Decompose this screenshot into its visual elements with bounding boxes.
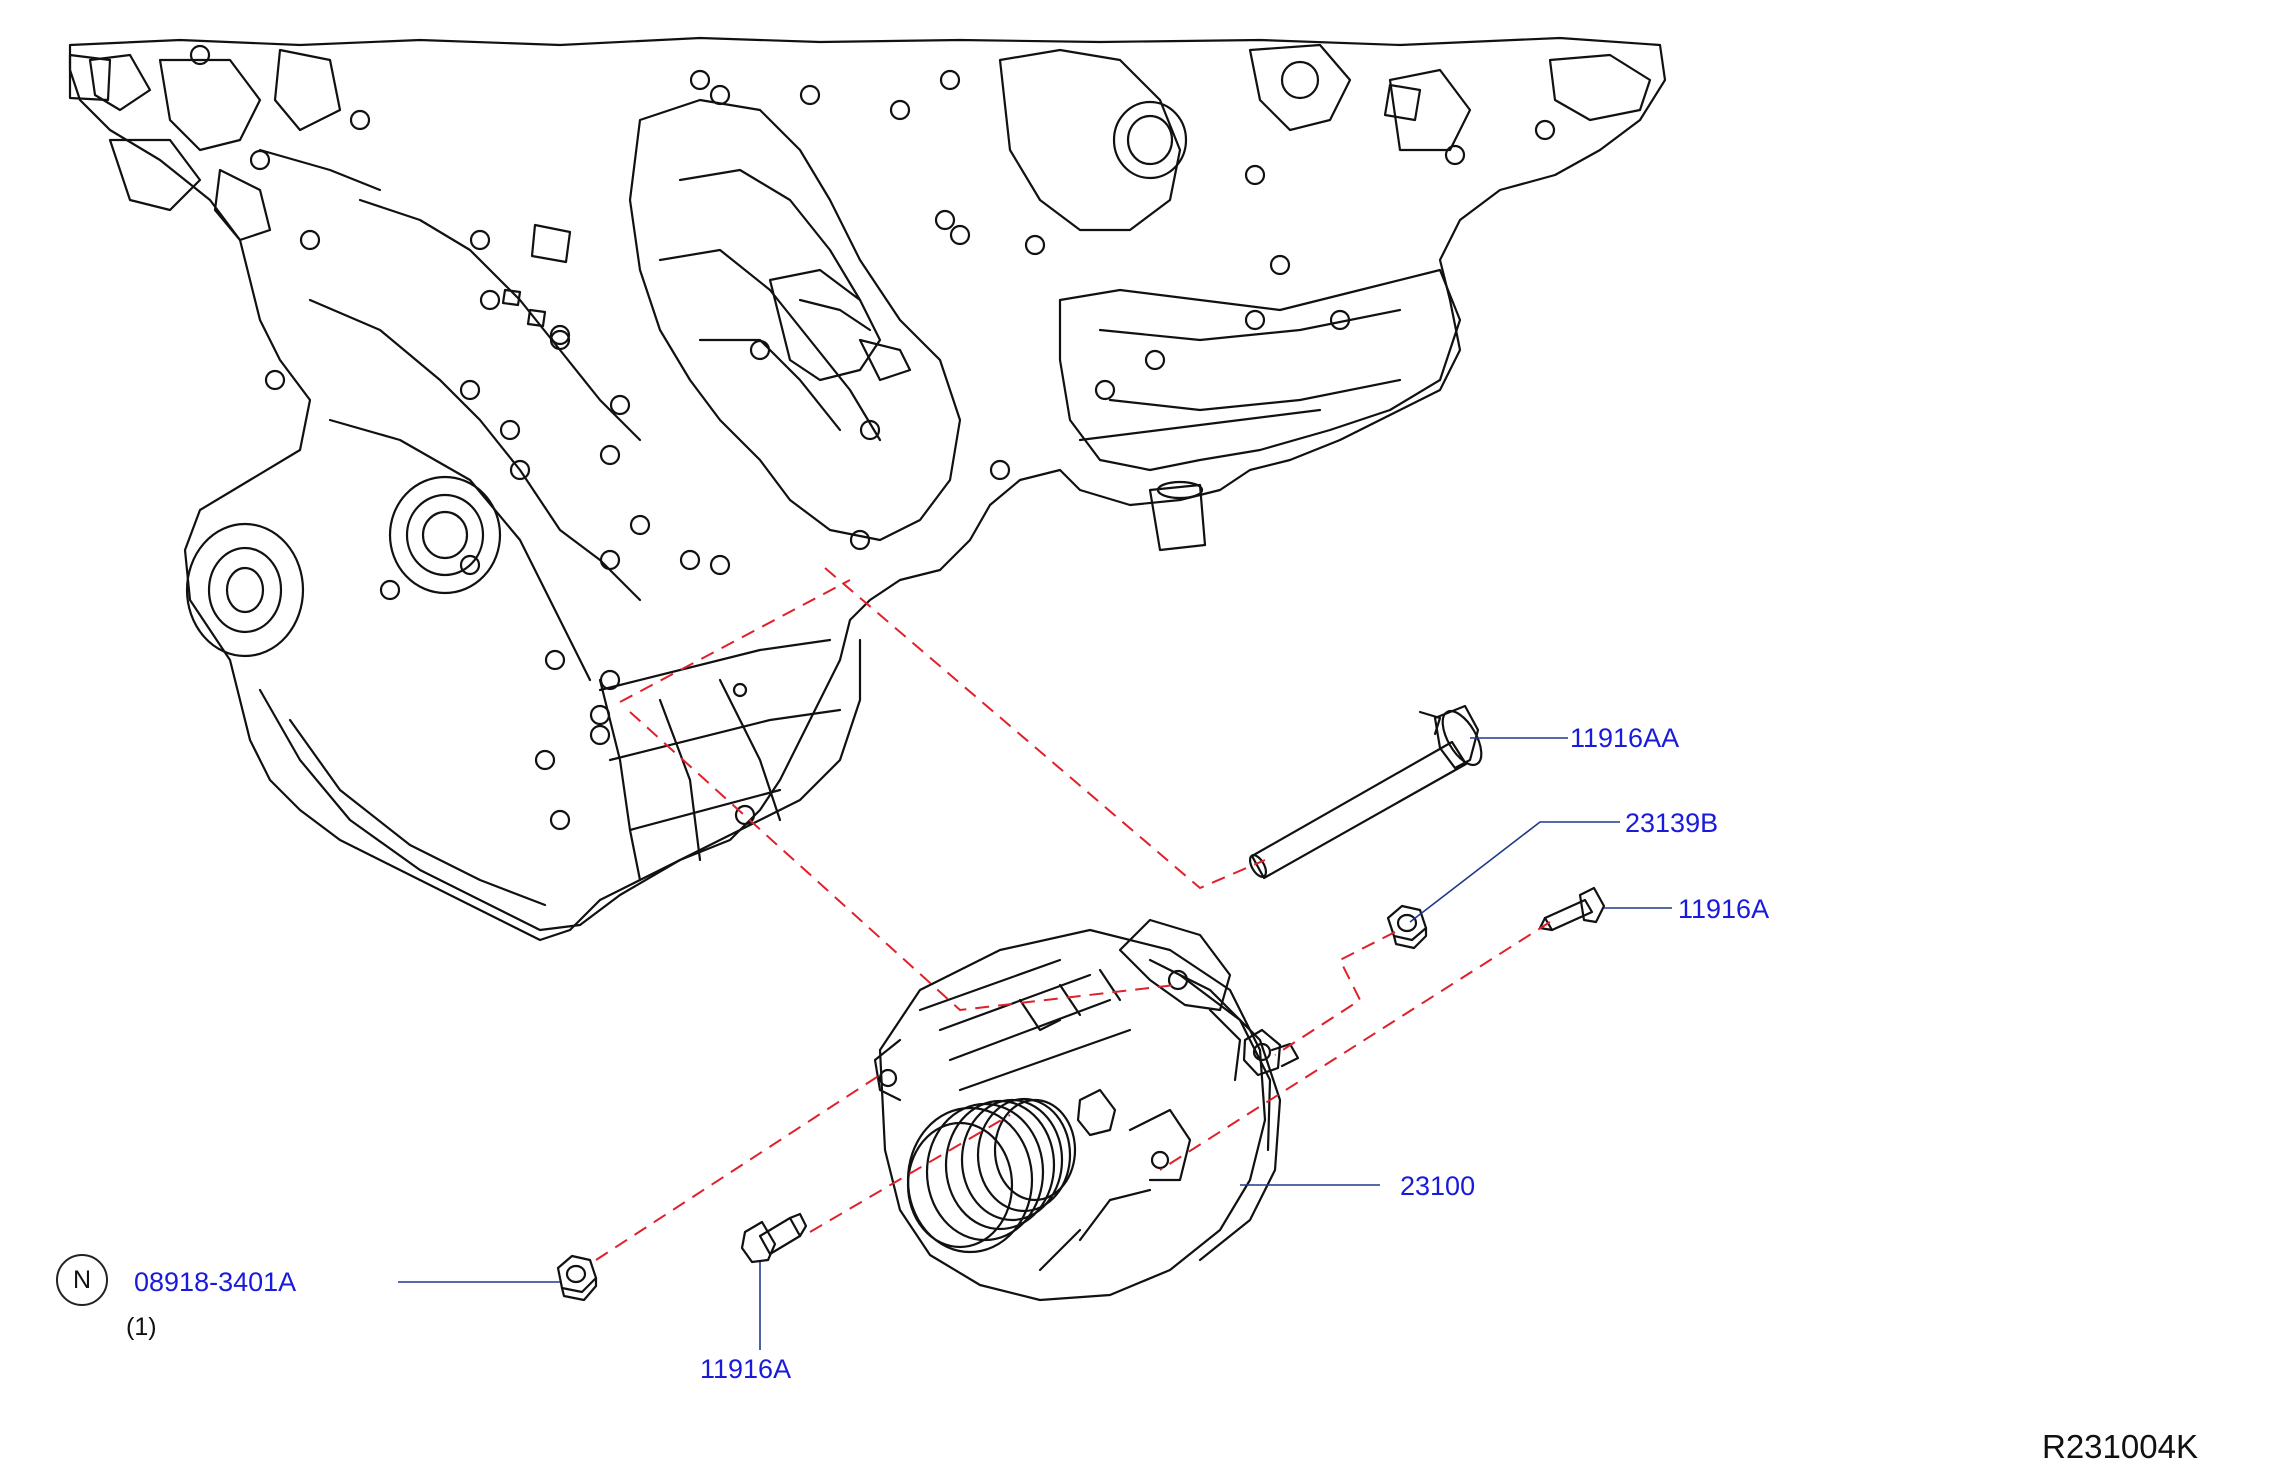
nut-23139b-illustration <box>1386 904 1428 950</box>
bolt-11916a-bottom-illustration <box>740 1212 808 1264</box>
long-bolt-11916aa-illustration <box>1248 704 1483 880</box>
alignment-dash-lines <box>595 567 1551 1261</box>
badge-letter: N <box>72 1265 92 1294</box>
callout-11916aa[interactable]: 11916AA <box>1570 723 1680 753</box>
callout-11916a-right[interactable]: 11916A <box>1678 894 1770 924</box>
engine-block-illustration <box>68 36 1667 942</box>
quantity-note: (1) <box>126 1313 157 1341</box>
callout-23139b[interactable]: 23139B <box>1625 808 1719 838</box>
leader-lines <box>398 737 1672 1350</box>
new-part-badge: N <box>56 1254 108 1306</box>
callout-23100[interactable]: 23100 <box>1400 1171 1476 1201</box>
diagram-reference-code: R231004K <box>2042 1428 2198 1465</box>
callout-08918-3401a[interactable]: 08918-3401A <box>134 1267 297 1297</box>
callout-11916a-bottom[interactable]: 11916A <box>700 1354 792 1384</box>
nut-08918-3401a-illustration <box>556 1254 598 1302</box>
alternator-23100-illustration <box>873 918 1300 1302</box>
bolt-11916a-right-illustration <box>1538 886 1606 932</box>
